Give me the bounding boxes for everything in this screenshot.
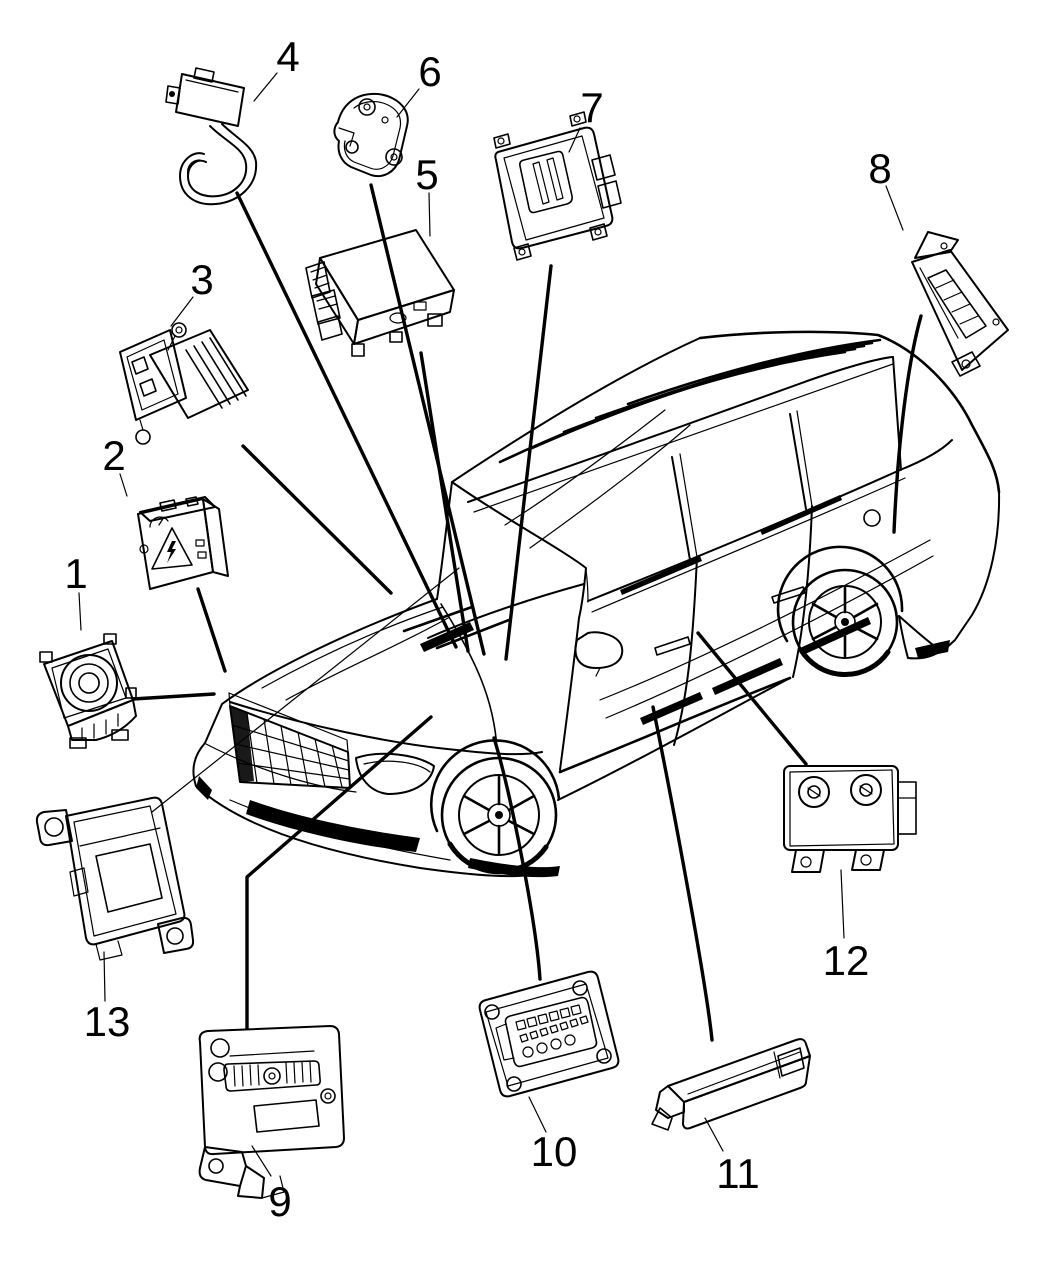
component-13-illustration <box>35 796 195 961</box>
component-5-illustration <box>305 229 455 357</box>
callout-1: 1 <box>64 550 87 597</box>
component-2-illustration <box>137 496 229 590</box>
callout-3: 3 <box>190 256 213 303</box>
callout-4: 4 <box>276 33 299 80</box>
callout-labels: 1 2 3 4 5 6 7 8 9 10 11 12 13 <box>64 33 891 1225</box>
warning-triangle-icon <box>151 527 193 570</box>
component-1-illustration <box>39 633 137 749</box>
component-12-illustration <box>783 765 917 873</box>
callout-2: 2 <box>102 432 125 479</box>
callout-8: 8 <box>868 145 891 192</box>
component-4-illustration <box>165 67 258 206</box>
leader-lines <box>131 183 923 1042</box>
callout-5: 5 <box>415 151 438 198</box>
callout-11: 11 <box>716 1150 760 1197</box>
callout-10: 10 <box>531 1128 578 1175</box>
rear-wheel <box>776 545 904 678</box>
component-8-illustration <box>911 231 1009 377</box>
headlight <box>355 752 435 795</box>
component-10-illustration <box>478 970 620 1098</box>
vehicle-illustration <box>192 330 1001 878</box>
component-6-illustration <box>333 92 409 178</box>
callout-9: 9 <box>268 1178 291 1225</box>
callout-7: 7 <box>580 84 603 131</box>
callout-12: 12 <box>823 937 870 984</box>
component-3-illustration <box>119 322 249 445</box>
side-mirror <box>574 631 624 677</box>
component-7-illustration <box>493 111 622 261</box>
component-11-illustration <box>651 1038 811 1131</box>
callout-6: 6 <box>418 48 441 95</box>
front-wheel <box>429 739 561 875</box>
component-9-illustration <box>198 1025 345 1199</box>
fuel-door <box>863 509 881 527</box>
callout-13: 13 <box>84 998 131 1045</box>
